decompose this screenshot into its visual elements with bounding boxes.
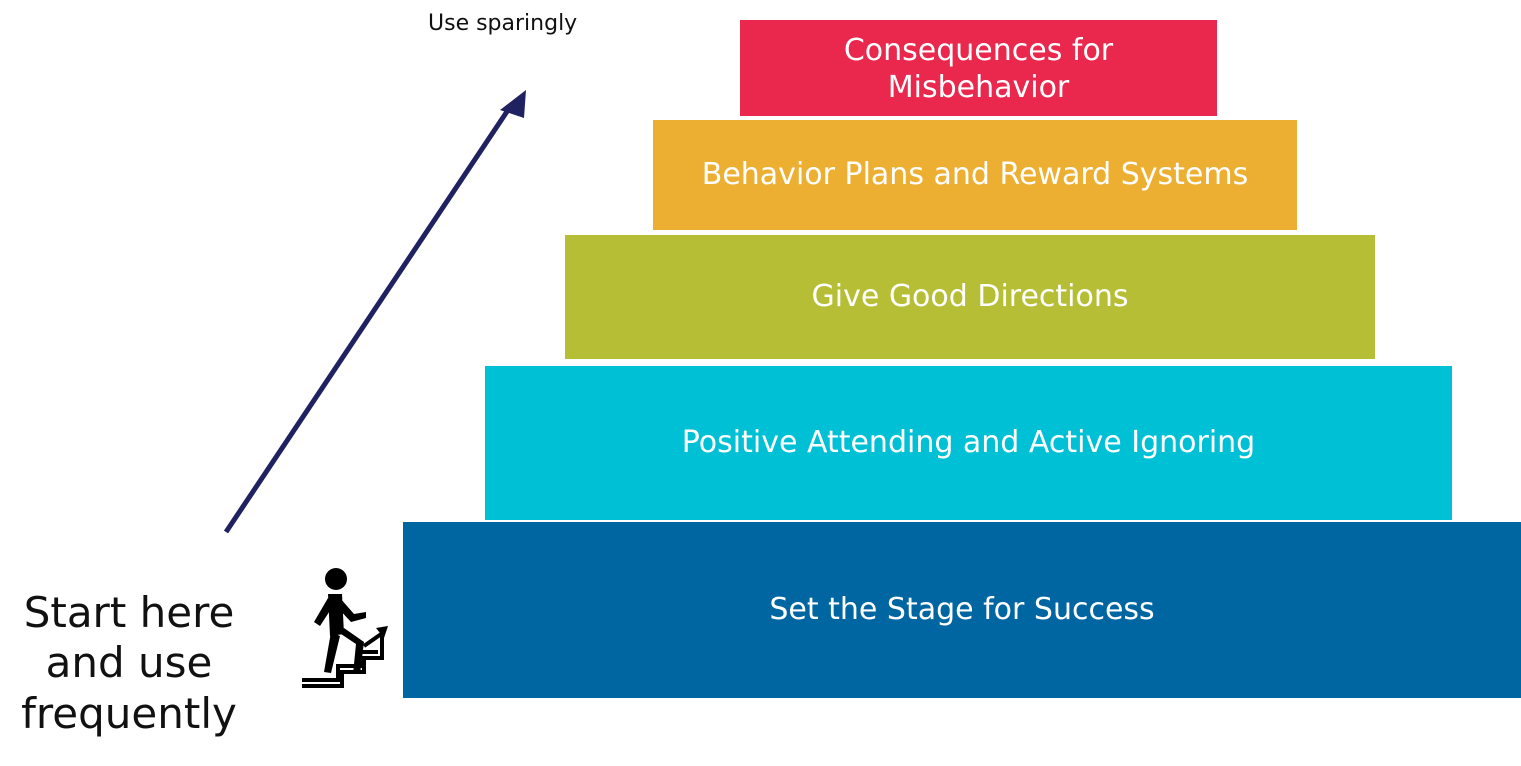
start-here-label: Start here and use frequently: [0, 588, 258, 739]
use-sparingly-label: Use sparingly: [428, 11, 578, 36]
arrow-shaft: [223, 108, 511, 534]
start-here-line-3: frequently: [21, 688, 237, 738]
tier-positive-attending-and-active-ignoring: Positive Attending and Active Ignoring: [485, 366, 1452, 520]
tier-give-good-directions: Give Good Directions: [565, 235, 1375, 359]
person-climbing-stairs-icon: [302, 568, 388, 688]
tier-set-the-stage-for-success: Set the Stage for Success: [403, 522, 1521, 698]
start-here-line-2: and use: [45, 638, 213, 688]
start-here-line-1: Start here: [23, 588, 235, 637]
tier-behavior-plans-and-reward-systems: Behavior Plans and Reward Systems: [653, 120, 1297, 230]
arrow-head-icon: [500, 90, 526, 118]
tier-consequences-for-misbehavior: Consequences for Misbehavior: [740, 20, 1217, 116]
